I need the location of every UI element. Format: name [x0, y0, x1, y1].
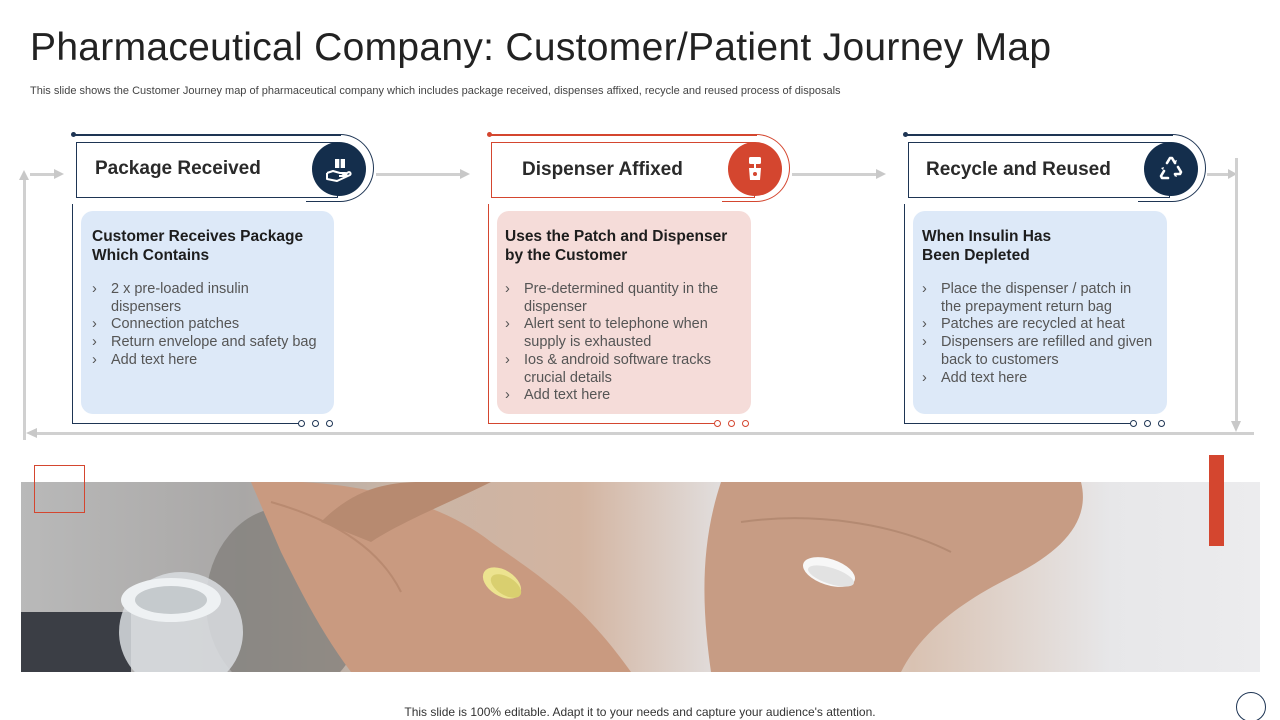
flow-line-right-top: [1207, 173, 1231, 176]
list-item: ›Place the dispenser / patch in the prep…: [922, 281, 1132, 315]
stage-2-top-line: [490, 134, 757, 136]
list-item: ›Add text here: [922, 369, 1028, 386]
connector-1-2: [376, 173, 462, 176]
stage-1-panel: Customer Receives Package Which Contains…: [81, 211, 334, 414]
arrow-2-3: [876, 169, 886, 179]
stage-2-header: [491, 142, 755, 198]
stage-2-header-outline: [722, 134, 790, 202]
stage-3-header: [908, 142, 1170, 198]
stage-2-marker: [487, 132, 492, 137]
stage-1-marker: [71, 132, 76, 137]
flow-arrow-down-right: [1231, 421, 1241, 432]
stage-1-header: [76, 142, 338, 198]
flow-arrow-into-stage-1: [54, 169, 64, 179]
hands-with-pills-photo: [21, 482, 1260, 672]
footer-note: This slide is 100% editable. Adapt it to…: [404, 705, 876, 719]
decorative-corner-circle: [1236, 692, 1266, 720]
stage-2-panel: Uses the Patch and Dispenser by the Cust…: [497, 211, 751, 414]
stage-3-frame-bottom: [904, 423, 1132, 424]
list-item: ›Pre-determined quantity in the dispense…: [505, 281, 719, 315]
list-item: ›Ios & android software tracks crucial d…: [505, 351, 711, 386]
list-item: ›Add text here: [92, 351, 198, 368]
list-item: ›Dispensers are refilled and given back …: [922, 334, 1153, 368]
stage-1-header-outline: [306, 134, 374, 202]
stage-3-header-outline: [1138, 134, 1206, 202]
list-item: ›Add text here: [505, 387, 611, 404]
stage-1-bullet-list: ›2 x pre-loaded insulin dispensers ›Conn…: [92, 281, 322, 370]
stage-2-dots: [714, 420, 749, 427]
flow-line-left-top: [30, 173, 56, 176]
decorative-red-bar: [1209, 455, 1224, 546]
stage-1-title: Package Received: [95, 158, 261, 179]
stage-1-dots: [298, 420, 333, 427]
page-subtitle: This slide shows the Customer Journey ma…: [30, 85, 841, 97]
flow-arrow-bottom-left: [26, 428, 37, 438]
list-item: ›2 x pre-loaded insulin dispensers: [92, 281, 249, 315]
stage-3-top-line: [906, 134, 1173, 136]
connector-2-3: [792, 173, 878, 176]
stage-3-marker: [903, 132, 908, 137]
stage-3-title: Recycle and Reused: [926, 159, 1111, 180]
hand-package-icon: [312, 142, 366, 196]
page-title: Pharmaceutical Company: Customer/Patient…: [30, 26, 1052, 69]
stage-3-dots: [1130, 420, 1165, 427]
stage-2-panel-heading: Uses the Patch and Dispenser by the Cust…: [505, 228, 728, 264]
flow-line-right-vertical: [1235, 158, 1238, 424]
stage-1-frame-bottom: [72, 423, 302, 424]
arrow-1-2: [460, 169, 470, 179]
flow-arrow-right-top: [1228, 169, 1237, 179]
dispenser-icon: [728, 142, 782, 196]
stage-3-panel-heading: When Insulin Has Been Depleted: [922, 228, 1052, 264]
list-item: ›Patches are recycled at heat: [922, 316, 1125, 333]
flow-line-bottom: [36, 432, 1254, 435]
list-item: ›Return envelope and safety bag: [92, 334, 317, 351]
stage-3-bullet-list: ›Place the dispenser / patch in the prep…: [922, 281, 1155, 387]
stage-3-panel: When Insulin Has Been Depleted ›Place th…: [913, 211, 1167, 414]
recycle-icon: [1144, 142, 1198, 196]
stage-2-frame-bottom: [488, 423, 716, 424]
decorative-red-square: [34, 465, 85, 513]
stage-1-panel-heading: Customer Receives Package Which Contains: [92, 228, 304, 264]
stage-1-top-line: [74, 134, 341, 136]
stage-2-title: Dispenser Affixed: [522, 159, 683, 180]
flow-line-left-vertical: [23, 176, 26, 440]
stage-2-bullet-list: ›Pre-determined quantity in the dispense…: [505, 281, 739, 405]
list-item: ›Alert sent to telephone when supply is …: [505, 316, 708, 351]
flow-arrow-up-left: [19, 170, 29, 180]
list-item: ›Connection patches: [92, 316, 240, 333]
